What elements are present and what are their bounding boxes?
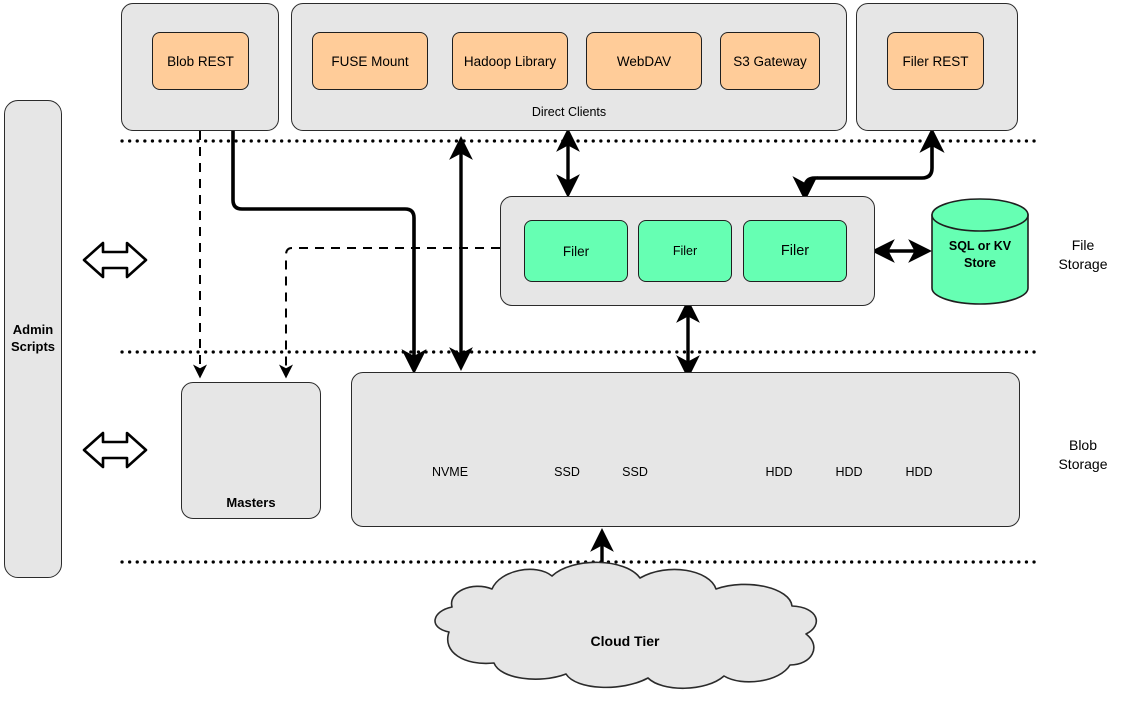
filer-rest-box[interactable]: Filer REST [887,32,984,90]
cloud-tier-shape [434,561,817,690]
hdd-label-2: HDD [835,465,863,479]
ssd-label-2: SSD [622,465,648,479]
dotted-divider [120,139,1042,564]
blob-rest-box[interactable]: Blob REST [152,32,249,90]
filer-label-1: Filer [562,243,590,259]
s3-gateway-label: S3 Gateway [733,53,807,69]
edge-blobrest-to-volumes [231,131,427,375]
filer-label-3: Filer [780,243,810,259]
volume-servers-group [351,372,1020,527]
edge-filerrest-to-filers [792,127,945,202]
hadoop-library-box[interactable]: Hadoop Library [452,32,568,90]
masters-group[interactable] [181,382,321,519]
hdd-label-1: HDD [765,465,793,479]
edge-filer-to-masters [279,247,500,379]
masters-label: Masters [226,495,276,510]
double-arrow-icon [82,241,148,469]
filer-label-2: Filer [672,244,698,258]
blob-rest-label: Blob REST [167,53,234,69]
fuse-mount-box[interactable]: FUSE Mount [312,32,428,90]
s3-gateway-box[interactable]: S3 Gateway [720,32,820,90]
filer-box-2[interactable]: Filer [638,220,732,282]
ssd-label-1: SSD [554,465,580,479]
filer-box-3[interactable]: Filer [743,220,847,282]
filer-box-1[interactable]: Filer [524,220,628,282]
filer-rest-label: Filer REST [902,53,969,69]
direct-clients-caption: Direct Clients [531,105,607,119]
hdd-label-3: HDD [905,465,933,479]
webdav-label: WebDAV [616,53,672,69]
webdav-box[interactable]: WebDAV [586,32,702,90]
fuse-mount-label: FUSE Mount [331,53,409,69]
nvme-label: NVME [431,465,469,479]
cloud-tier-label: Cloud Tier [590,633,660,649]
hadoop-library-label: Hadoop Library [463,53,557,69]
metastore-cylinder [931,198,1029,305]
